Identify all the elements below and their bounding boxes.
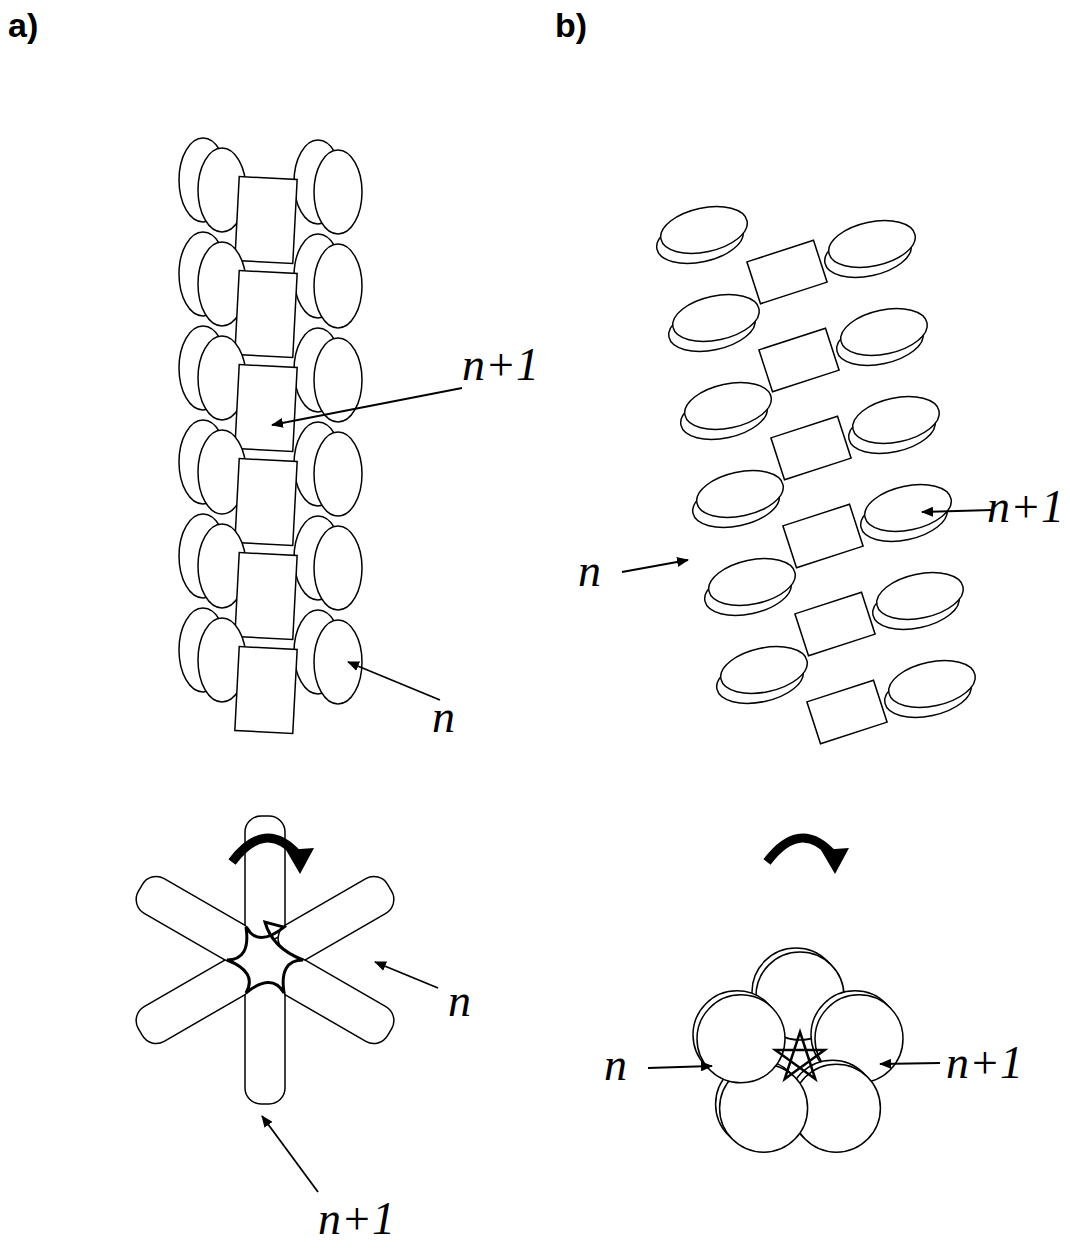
disc — [692, 463, 787, 524]
callout-label: n+1 — [462, 342, 539, 388]
callout-label: n+1 — [987, 484, 1064, 530]
callout-label: n — [432, 694, 455, 740]
callout-label: n+1 — [946, 1040, 1023, 1086]
panel-label: b) — [555, 8, 587, 42]
disc — [656, 199, 751, 260]
disc — [704, 551, 799, 612]
block — [235, 365, 297, 452]
block — [795, 592, 875, 655]
disc — [314, 244, 362, 328]
block — [235, 271, 297, 358]
block — [807, 680, 887, 743]
disc — [668, 287, 763, 348]
disc — [130, 871, 257, 968]
callout-label: n — [578, 548, 601, 594]
channel — [227, 922, 303, 993]
disc — [272, 953, 399, 1050]
block — [235, 647, 297, 734]
disc — [697, 995, 785, 1083]
callout-label: n — [448, 978, 471, 1024]
disc — [872, 565, 967, 626]
block — [771, 416, 851, 479]
block — [759, 328, 839, 391]
ring-a — [130, 816, 399, 1104]
leader-line — [262, 388, 992, 1192]
rotation-arrowhead — [286, 848, 849, 874]
rotation-arrow — [232, 838, 833, 862]
column-b — [652, 199, 979, 743]
disc — [245, 980, 285, 1104]
disc — [884, 653, 979, 714]
disc — [824, 213, 919, 274]
block — [235, 459, 297, 546]
block — [235, 177, 297, 264]
block — [235, 553, 297, 640]
callout-label: n+1 — [318, 1196, 395, 1242]
panel-label: a) — [8, 8, 38, 42]
disc — [314, 526, 362, 610]
disc — [314, 150, 362, 234]
block — [783, 504, 863, 567]
callout-label: n — [604, 1042, 627, 1088]
disc — [716, 639, 811, 700]
column-a — [179, 138, 362, 733]
block — [747, 240, 827, 303]
ring-b — [693, 948, 903, 1152]
disc — [836, 301, 931, 362]
disc — [314, 432, 362, 516]
disc — [314, 620, 362, 704]
disc — [680, 375, 775, 436]
disc — [860, 477, 955, 538]
pentagram — [775, 1032, 824, 1079]
disc — [848, 389, 943, 450]
